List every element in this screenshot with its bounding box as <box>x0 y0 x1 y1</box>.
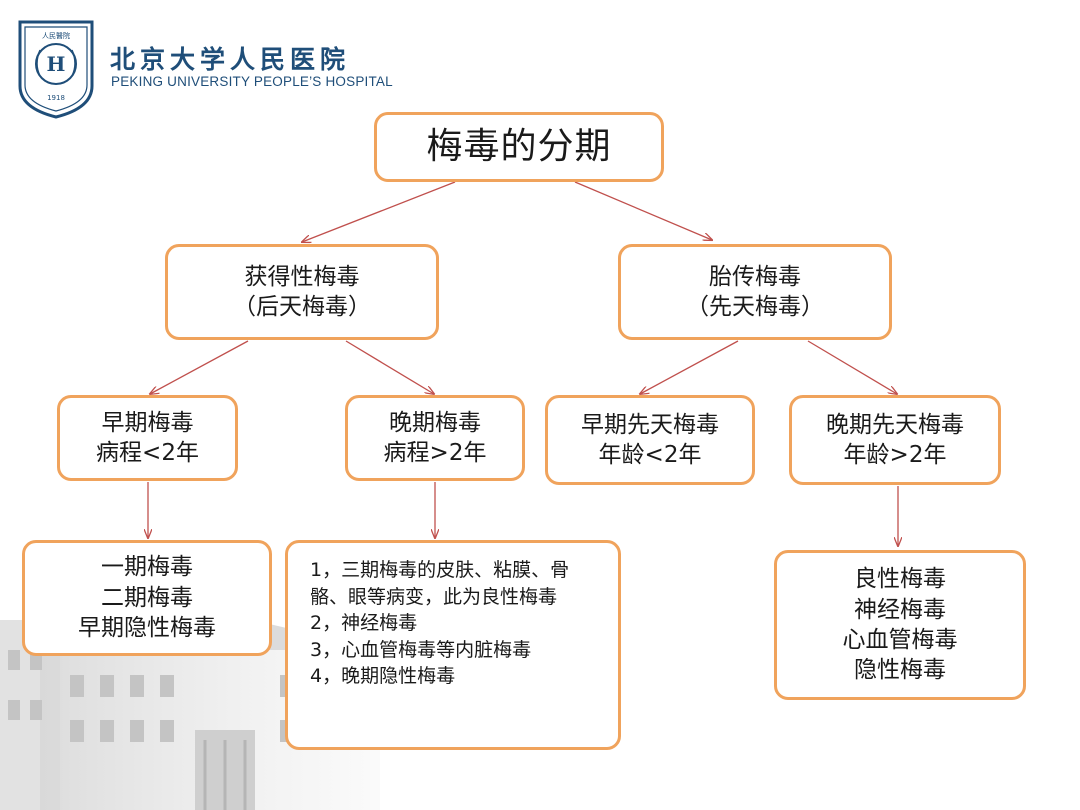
list-item: 2，神经梅毒 <box>310 612 418 635</box>
list-item: 隐性梅毒 <box>854 657 946 684</box>
late-congenital-types-node: 良性梅毒 神经梅毒 心血管梅毒 隐性梅毒 <box>774 550 1026 700</box>
root-node: 梅毒的分期 <box>374 112 664 182</box>
hospital-name-english: PEKING UNIVERSITY PEOPLE’S HOSPITAL <box>111 74 393 89</box>
congenital-syphilis-node: 胎传梅毒 （先天梅毒） <box>618 244 892 340</box>
arrow-root-to-congenital <box>574 181 712 240</box>
early-line1: 早期梅毒 <box>101 409 194 436</box>
acquired-syphilis-node: 获得性梅毒 （后天梅毒） <box>165 244 439 340</box>
acquired-line2: （后天梅毒） <box>233 294 371 320</box>
early-types-node: 一期梅毒 二期梅毒 早期隐性梅毒 <box>22 540 272 656</box>
hospital-name-chinese: 北京大学人民医院 <box>110 45 351 74</box>
list-item: 神经梅毒 <box>854 596 946 623</box>
seal-year: 1918 <box>47 94 65 102</box>
arrow-root-to-acquired <box>302 181 456 242</box>
acquired-line1: 获得性梅毒 <box>244 263 360 290</box>
list-item: 一期梅毒 <box>101 554 193 581</box>
list-item: 4，晚期隐性梅毒 <box>310 665 456 688</box>
list-item: 3，心血管梅毒等内脏梅毒 <box>310 638 532 661</box>
list-item: 二期梅毒 <box>101 584 193 611</box>
arrow-congenital-to-early <box>640 340 739 394</box>
late-congenital-node: 晚期先天梅毒 年龄>2年 <box>789 395 1001 485</box>
early-congenital-node: 早期先天梅毒 年龄<2年 <box>545 395 755 485</box>
list-item: 早期隐性梅毒 <box>78 615 216 642</box>
late-line2: 病程>2年 <box>383 440 487 466</box>
list-item: 良性梅毒 <box>854 566 946 593</box>
arrow-congenital-to-late <box>807 340 897 394</box>
early-syphilis-node: 早期梅毒 病程<2年 <box>57 395 238 481</box>
late-syphilis-node: 晚期梅毒 病程>2年 <box>345 395 525 481</box>
list-item: 1，三期梅毒的皮肤、粘膜、骨骼、眼等病变，此为良性梅毒 <box>310 559 570 608</box>
congenital-line1: 胎传梅毒 <box>709 263 801 290</box>
hospital-seal-logo: H 人民醫院 1918 <box>18 20 94 119</box>
arrow-acquired-to-late <box>345 340 434 394</box>
congenital-line2: （先天梅毒） <box>686 294 824 320</box>
arrow-acquired-to-early <box>150 340 249 394</box>
early-line2: 病程<2年 <box>96 440 199 466</box>
root-label: 梅毒的分期 <box>426 126 612 168</box>
svg-text:H: H <box>47 52 66 76</box>
list-item: 心血管梅毒 <box>842 627 958 653</box>
late-congenital-line2: 年龄>2年 <box>843 442 947 468</box>
seal-text: 人民醫院 <box>42 31 70 40</box>
early-congenital-line2: 年龄<2年 <box>598 442 702 468</box>
late-congenital-line1: 晚期先天梅毒 <box>826 411 964 438</box>
late-line1: 晚期梅毒 <box>389 409 481 436</box>
early-congenital-line1: 早期先天梅毒 <box>581 411 719 438</box>
late-types-node: 1，三期梅毒的皮肤、粘膜、骨骼、眼等病变，此为良性梅毒 2，神经梅毒 3，心血管… <box>285 540 621 750</box>
